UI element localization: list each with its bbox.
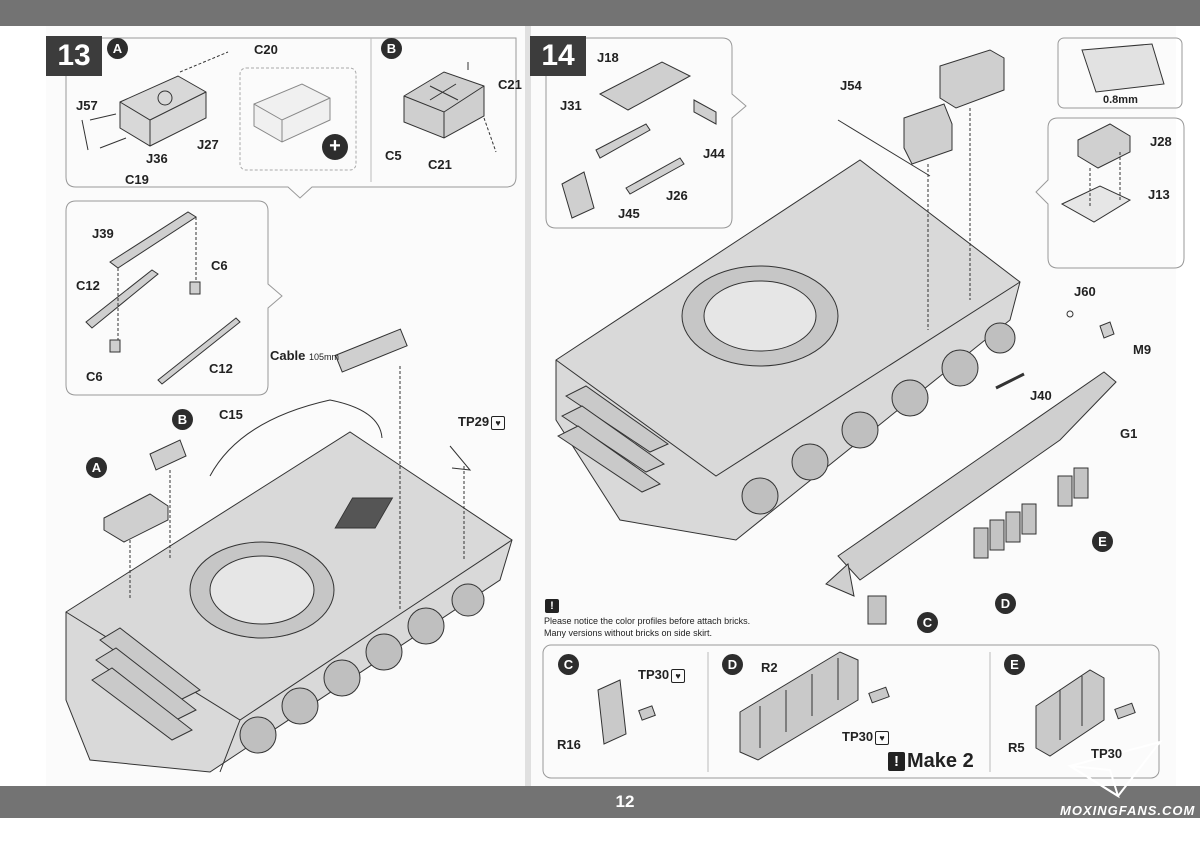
- part-tp30-d: TP30♥: [842, 729, 890, 745]
- part-tp29: TP29♥: [458, 414, 506, 430]
- brick-assembly-e: [1035, 669, 1136, 757]
- part-c6-bottom: C6: [86, 369, 103, 384]
- part-j57: J57: [76, 98, 98, 113]
- track-wheels-14: [741, 322, 1016, 515]
- tp30-d-text: TP30: [842, 729, 874, 744]
- measure-label: 0.8mm: [1103, 94, 1138, 106]
- part-j54: J54: [840, 78, 862, 93]
- callout-a-badge: A: [86, 457, 107, 478]
- make-2-note: !Make 2: [888, 750, 974, 773]
- panel-13-top: [65, 37, 517, 199]
- side-skirt-g1: [825, 371, 1117, 597]
- page-fold: [525, 26, 531, 786]
- part-j36: J36: [146, 151, 168, 166]
- part-j31: J31: [560, 98, 582, 113]
- part-r2: R2: [761, 660, 778, 675]
- panel-13-frame: [65, 200, 283, 396]
- part-j13: J13: [1148, 187, 1170, 202]
- part-r5: R5: [1008, 740, 1025, 755]
- part-c12-bottom: C12: [209, 361, 233, 376]
- part-j39: J39: [92, 226, 114, 241]
- make-warning-icon: !: [888, 752, 905, 772]
- step-13-number: 13: [46, 36, 102, 76]
- paper-plane-logo-icon: [1067, 740, 1163, 799]
- tp30-c-text: TP30: [638, 667, 670, 682]
- brick-assembly-d: [739, 651, 890, 761]
- part-j44: J44: [703, 146, 725, 161]
- brick-assembly-c: [597, 679, 656, 745]
- callout-e-badge: E: [1092, 531, 1113, 552]
- part-tp30-e: TP30: [1091, 746, 1122, 761]
- part-c6-top: C6: [211, 258, 228, 273]
- frame-parts: [85, 211, 241, 385]
- tp30-e-text: TP30: [1091, 746, 1123, 761]
- sub-step-a-badge: A: [107, 38, 128, 59]
- part-c5: C5: [385, 148, 402, 163]
- make-2-text: Make 2: [907, 750, 974, 772]
- notice-warning-icon: !: [545, 599, 559, 613]
- sub-e-badge: E: [1004, 654, 1025, 675]
- cable-length: 105mm: [309, 352, 340, 362]
- cable-name: Cable: [270, 348, 306, 363]
- part-c12-left: C12: [76, 278, 100, 293]
- part-c20: C20: [254, 42, 278, 57]
- box-c5: [403, 71, 485, 139]
- sub-step-b-badge: B: [381, 38, 402, 59]
- callout-d-badge: D: [995, 593, 1016, 614]
- part-j40: J40: [1030, 388, 1052, 403]
- top-band: [0, 0, 1200, 26]
- broken-heart-icon: ♥: [875, 730, 890, 745]
- part-j60: J60: [1074, 284, 1096, 299]
- broken-heart-icon: ♥: [671, 668, 686, 683]
- panel-14-bricks: [542, 644, 1160, 779]
- cable-label: Cable 105mm: [270, 348, 339, 363]
- canister-j27: [119, 75, 207, 147]
- sub-d-badge: D: [722, 654, 743, 675]
- tank-hull-13: [65, 431, 513, 773]
- bottom-band: [0, 786, 1200, 818]
- step-14-number: 14: [530, 36, 586, 76]
- part-m9: M9: [1133, 342, 1152, 357]
- sub-c-badge: C: [558, 654, 579, 675]
- tp29-text: TP29: [458, 414, 490, 429]
- track-wheels-13: [239, 583, 485, 754]
- inset-parts: [561, 61, 717, 219]
- part-j26: J26: [666, 188, 688, 203]
- part-j18: J18: [597, 50, 619, 65]
- part-j27: J27: [197, 137, 219, 152]
- panel-14-measure: [1057, 37, 1183, 109]
- brick-rows-14: [557, 385, 670, 493]
- part-j45: J45: [618, 206, 640, 221]
- part-tp30-c: TP30♥: [638, 667, 686, 683]
- brick-rows-13: [91, 627, 201, 741]
- page-number: 12: [615, 792, 635, 811]
- tank-hull-14: [555, 159, 1021, 541]
- part-c21-bottom: C21: [428, 157, 452, 172]
- callout-b-badge: B: [172, 409, 193, 430]
- notice-line-2: Many versions without bricks on side ski…: [544, 628, 713, 638]
- callout-c-badge: C: [917, 612, 938, 633]
- part-c21-top: C21: [498, 77, 522, 92]
- notice-line-1: Please notice the color profiles before …: [544, 616, 751, 626]
- part-r16: R16: [557, 737, 581, 752]
- skirt-bricks: [867, 467, 1089, 625]
- panel-14-j28: [1035, 117, 1185, 269]
- part-j28: J28: [1150, 134, 1172, 149]
- part-c19: C19: [125, 172, 149, 187]
- part-g1: G1: [1120, 426, 1138, 441]
- part-c15: C15: [219, 407, 243, 422]
- broken-heart-icon: ♥: [491, 415, 506, 430]
- magnify-plus-icon: +: [322, 134, 348, 160]
- zoom-inset: [239, 67, 357, 171]
- watermark-text: MOXINGFANS.COM: [1060, 803, 1196, 818]
